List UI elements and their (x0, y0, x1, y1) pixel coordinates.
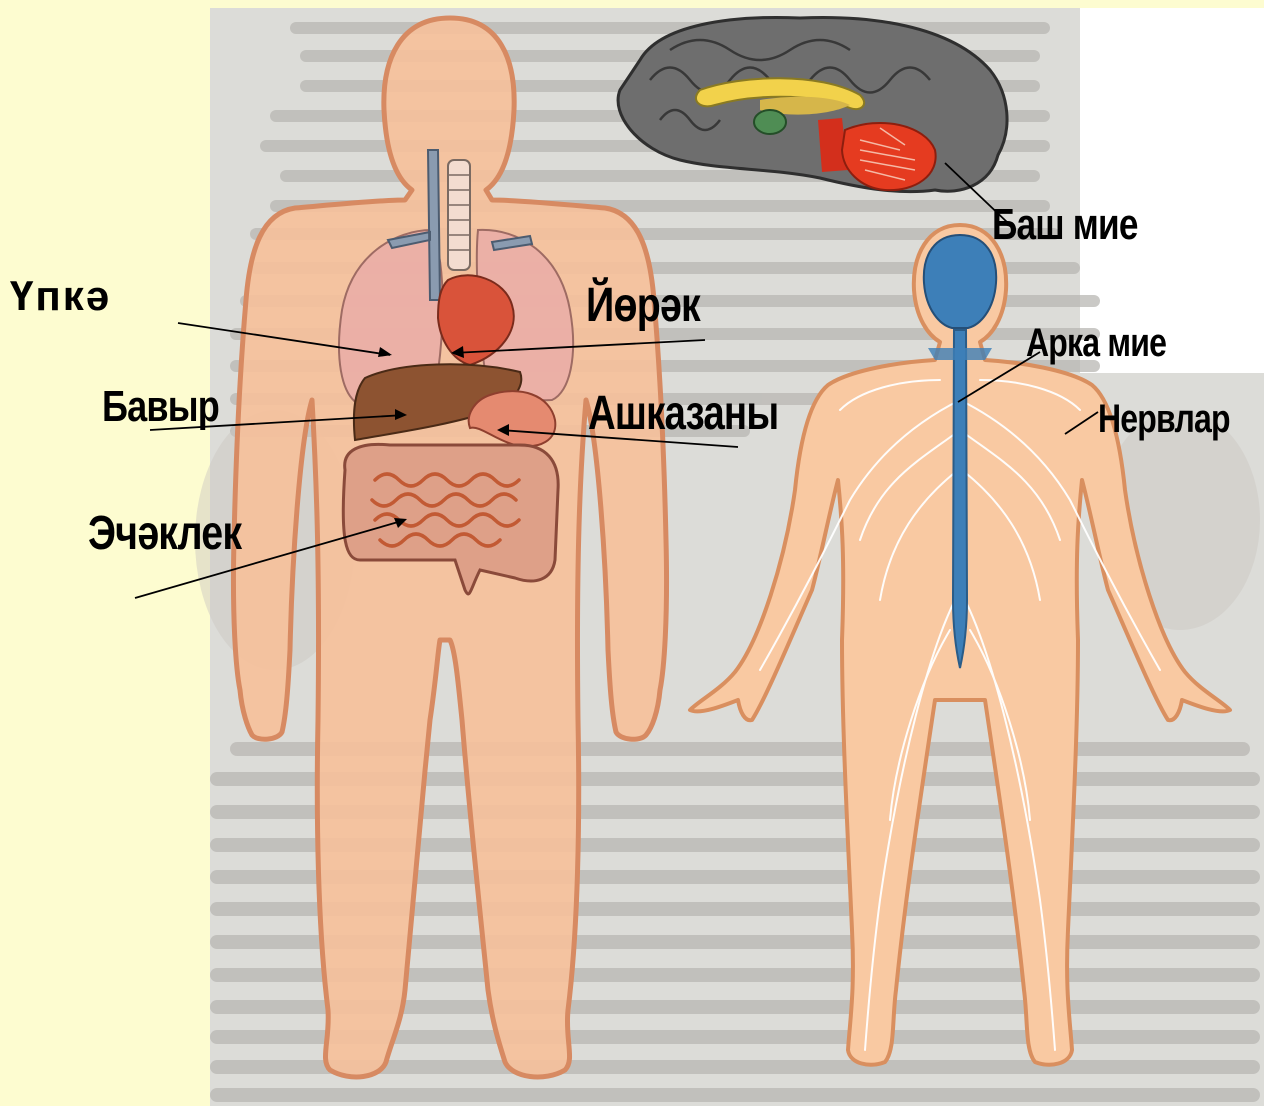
label-nerves: Нервлар (1098, 399, 1230, 439)
small-brain (924, 235, 996, 328)
label-lung: Үпкә (10, 275, 111, 317)
thalamus (754, 110, 786, 134)
trachea (448, 160, 470, 270)
label-intestine: Эчәклек (88, 510, 241, 558)
neck-nerves (928, 348, 992, 360)
label-stomach: Ашказаны (588, 390, 778, 438)
label-liver: Бавыр (102, 385, 219, 429)
spinal-cord (953, 330, 967, 668)
label-heart: Йөрәк (586, 282, 700, 330)
label-brain: Баш мие (992, 203, 1138, 247)
label-spinal-cord: Арка мие (1026, 323, 1166, 363)
